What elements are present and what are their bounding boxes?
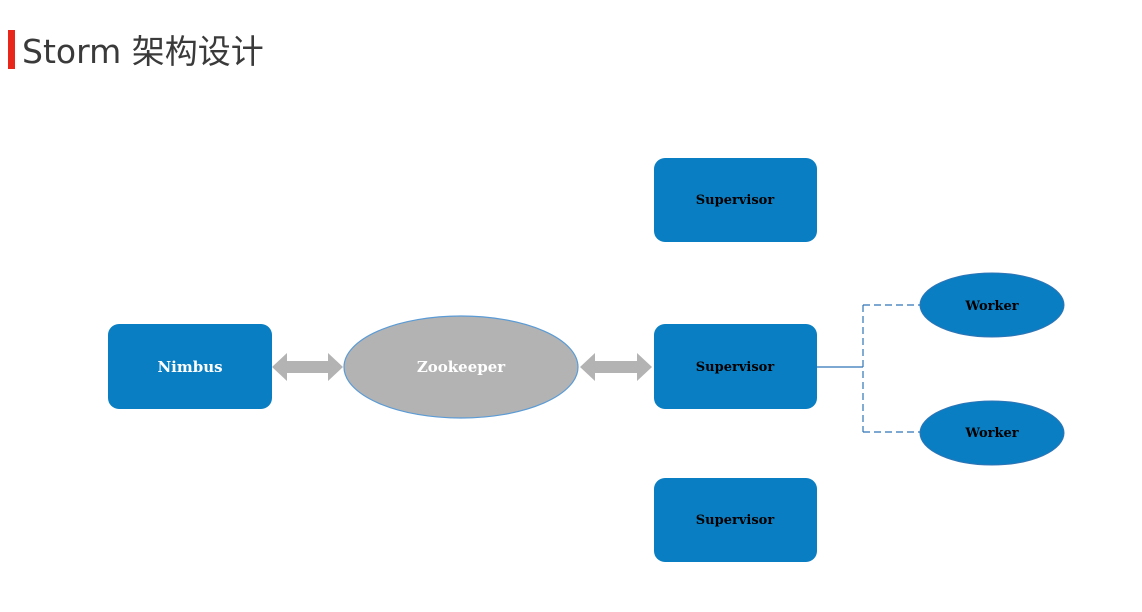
worker-bottom-label: Worker <box>964 426 1018 441</box>
nimbus-label: Nimbus <box>157 358 222 376</box>
nimbus-zookeeper-arrow <box>272 353 343 381</box>
supervisor-middle-label: Supervisor <box>696 360 775 375</box>
zookeeper-node: Zookeeper <box>343 315 579 419</box>
supervisor-top-label: Supervisor <box>696 193 775 208</box>
zookeeper-label: Zookeeper <box>417 358 506 376</box>
worker-top-node: Worker <box>919 272 1065 338</box>
supervisor-middle-node: Supervisor <box>654 324 817 409</box>
nimbus-node: Nimbus <box>108 324 272 409</box>
supervisor-bottom-label: Supervisor <box>696 513 775 528</box>
zookeeper-supervisor-arrow <box>580 353 652 381</box>
page-title: Storm 架构设计 <box>22 32 264 71</box>
worker-top-label: Worker <box>964 299 1018 314</box>
supervisor-top-node: Supervisor <box>654 158 817 242</box>
worker-bottom-node: Worker <box>919 400 1065 466</box>
title-accent-bar <box>8 30 15 69</box>
supervisor-bottom-node: Supervisor <box>654 478 817 562</box>
